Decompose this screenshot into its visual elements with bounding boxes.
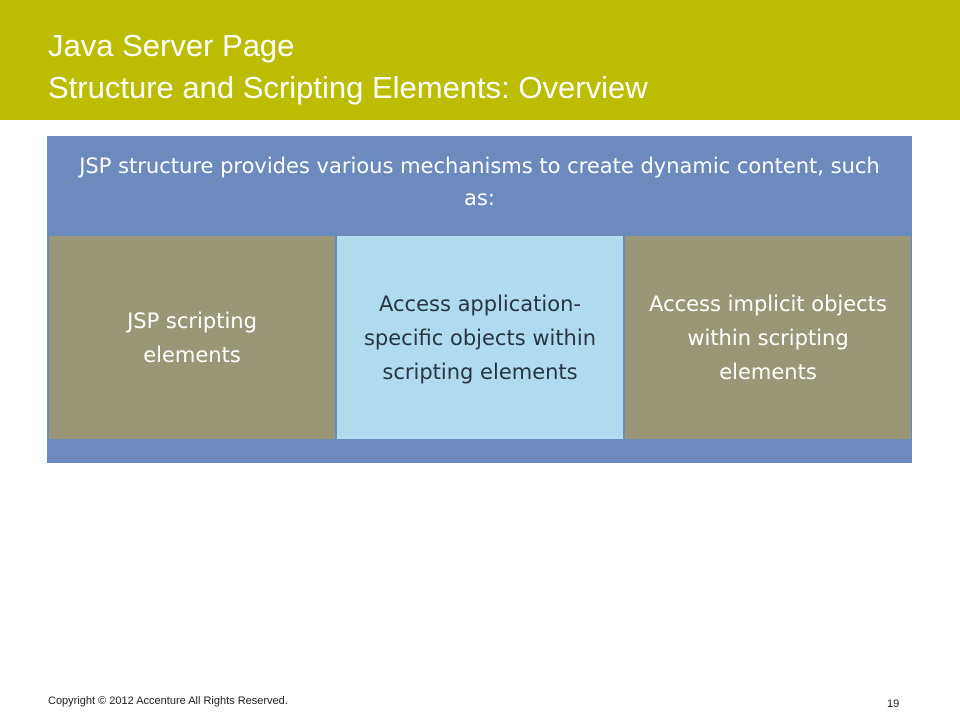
box-label: JSP scripting elements [127, 308, 257, 367]
box-implicit-objects: Access implicit objects within scripting… [625, 236, 911, 439]
box-jsp-scripting-elements: JSP scripting elements [49, 236, 335, 439]
slide-subtitle: Structure and Scripting Elements: Overvi… [48, 70, 648, 105]
copyright-notice: Copyright © 2012 Accenture All Rights Re… [48, 695, 288, 707]
box-application-specific-objects: Access application-specific objects with… [337, 236, 623, 439]
box-label: Access implicit objects within scripting… [649, 291, 887, 384]
box-label: Access application-specific objects with… [363, 291, 597, 384]
page-number: 19 [887, 698, 900, 710]
slide-title: Java Server Page [48, 28, 295, 63]
jsp-structure-diagram: JSP structure provides various mechanism… [47, 136, 912, 463]
diagram-heading: JSP structure provides various mechanism… [79, 154, 880, 210]
title-bar: Java Server Page Structure and Scripting… [0, 0, 960, 120]
